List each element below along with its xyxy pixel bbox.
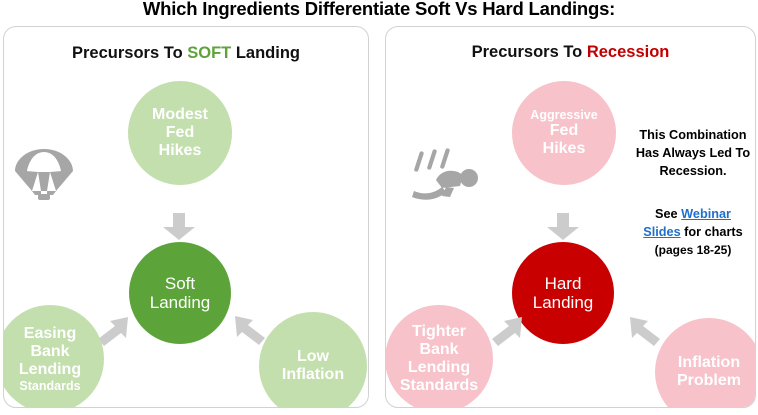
panel-soft-heading-suffix: Landing — [231, 44, 300, 62]
circle-soft-landing-line-2: Landing — [149, 293, 211, 312]
webinar-note-pages: (pages 18-25) — [654, 243, 732, 258]
circle-tighter-bank-line-4: Standards — [399, 376, 479, 394]
recession-note: This Combination Has Always Led To Reces… — [629, 126, 755, 180]
circle-aggressive-fed-line-1: Aggressive — [530, 108, 598, 123]
arrow-down-hard — [546, 213, 580, 241]
arrow-up-right-hard-left — [486, 315, 526, 351]
arrow-up-left-hard-right — [626, 315, 666, 351]
circle-tighter-bank-line-2: Bank — [419, 341, 459, 359]
circle-modest-fed-hikes: Modest Fed Hikes — [128, 81, 232, 185]
circle-easing-bank-line-3: Lending — [18, 360, 82, 378]
circle-easing-bank-lending-standards: Easing Bank Lending Standards — [4, 305, 104, 407]
arrow-up-right-soft-left — [92, 315, 132, 351]
circle-tighter-bank-line-3: Lending — [407, 359, 471, 376]
page-title: Which Ingredients Differentiate Soft Vs … — [142, 0, 616, 19]
parachute-icon — [13, 145, 75, 208]
circle-inflation-problem-line-1: Inflation — [677, 354, 741, 372]
panel-hard-landing: Precursors To Recession Aggressive Fed H… — [385, 26, 756, 408]
webinar-slides-link-line-2[interactable]: Slides — [643, 225, 681, 240]
arrow-down-soft — [162, 213, 196, 241]
circle-hard-landing: Hard Landing — [512, 242, 614, 344]
circle-aggressive-fed-line-3: Hikes — [542, 140, 586, 157]
recession-note-line-2: Has Always Led To — [635, 146, 751, 161]
circle-inflation-problem-line-2: Problem — [676, 372, 741, 389]
circle-tighter-bank-lending-standards: Tighter Bank Lending Standards — [386, 305, 493, 407]
panel-hard-heading: Precursors To Recession — [386, 43, 755, 62]
falling-person-icon — [406, 147, 478, 208]
circle-inflation-problem: Inflation Problem — [655, 318, 755, 407]
panel-soft-heading: Precursors To SOFT Landing — [4, 44, 368, 63]
webinar-note-prefix: See — [655, 207, 682, 221]
circle-soft-landing: Soft Landing — [129, 242, 231, 344]
panel-soft-heading-keyword: SOFT — [187, 44, 232, 62]
arrow-up-left-soft-right — [231, 314, 271, 350]
panel-hard-heading-prefix: Precursors To — [471, 43, 587, 61]
circle-tighter-bank-line-1: Tighter — [412, 323, 466, 341]
circle-low-inflation-line-2: Inflation — [281, 366, 345, 383]
circle-hard-landing-line-1: Hard — [544, 273, 582, 293]
panel-soft-heading-prefix: Precursors To — [72, 44, 188, 62]
circle-low-inflation-line-1: Low — [297, 348, 329, 366]
recession-note-line-3: Recession. — [659, 164, 727, 179]
webinar-slides-link-line-1[interactable]: Webinar — [681, 207, 731, 221]
circle-modest-fed-hikes-line-3: Hikes — [158, 141, 202, 159]
circle-hard-landing-line-2: Landing — [532, 293, 594, 312]
circle-low-inflation: Low Inflation — [259, 312, 367, 407]
webinar-note-suffix: for charts — [680, 225, 743, 240]
circle-easing-bank-line-2: Bank — [30, 343, 70, 361]
circle-modest-fed-hikes-line-2: Fed — [165, 124, 195, 142]
panel-hard-heading-keyword: Recession — [586, 43, 670, 61]
circle-modest-fed-hikes-line-1: Modest — [152, 106, 208, 124]
circle-soft-landing-line-1: Soft — [164, 273, 196, 293]
circle-easing-bank-line-1: Easing — [23, 325, 77, 343]
circle-aggressive-fed-line-2: Fed — [549, 122, 579, 140]
recession-note-line-1: This Combination — [639, 128, 747, 142]
panel-soft-landing: Precursors To SOFT Landing Modest Fed Hi… — [3, 26, 369, 408]
circle-aggressive-fed-hikes: Aggressive Fed Hikes — [512, 81, 616, 185]
circle-easing-bank-line-4: Standards — [19, 378, 81, 393]
